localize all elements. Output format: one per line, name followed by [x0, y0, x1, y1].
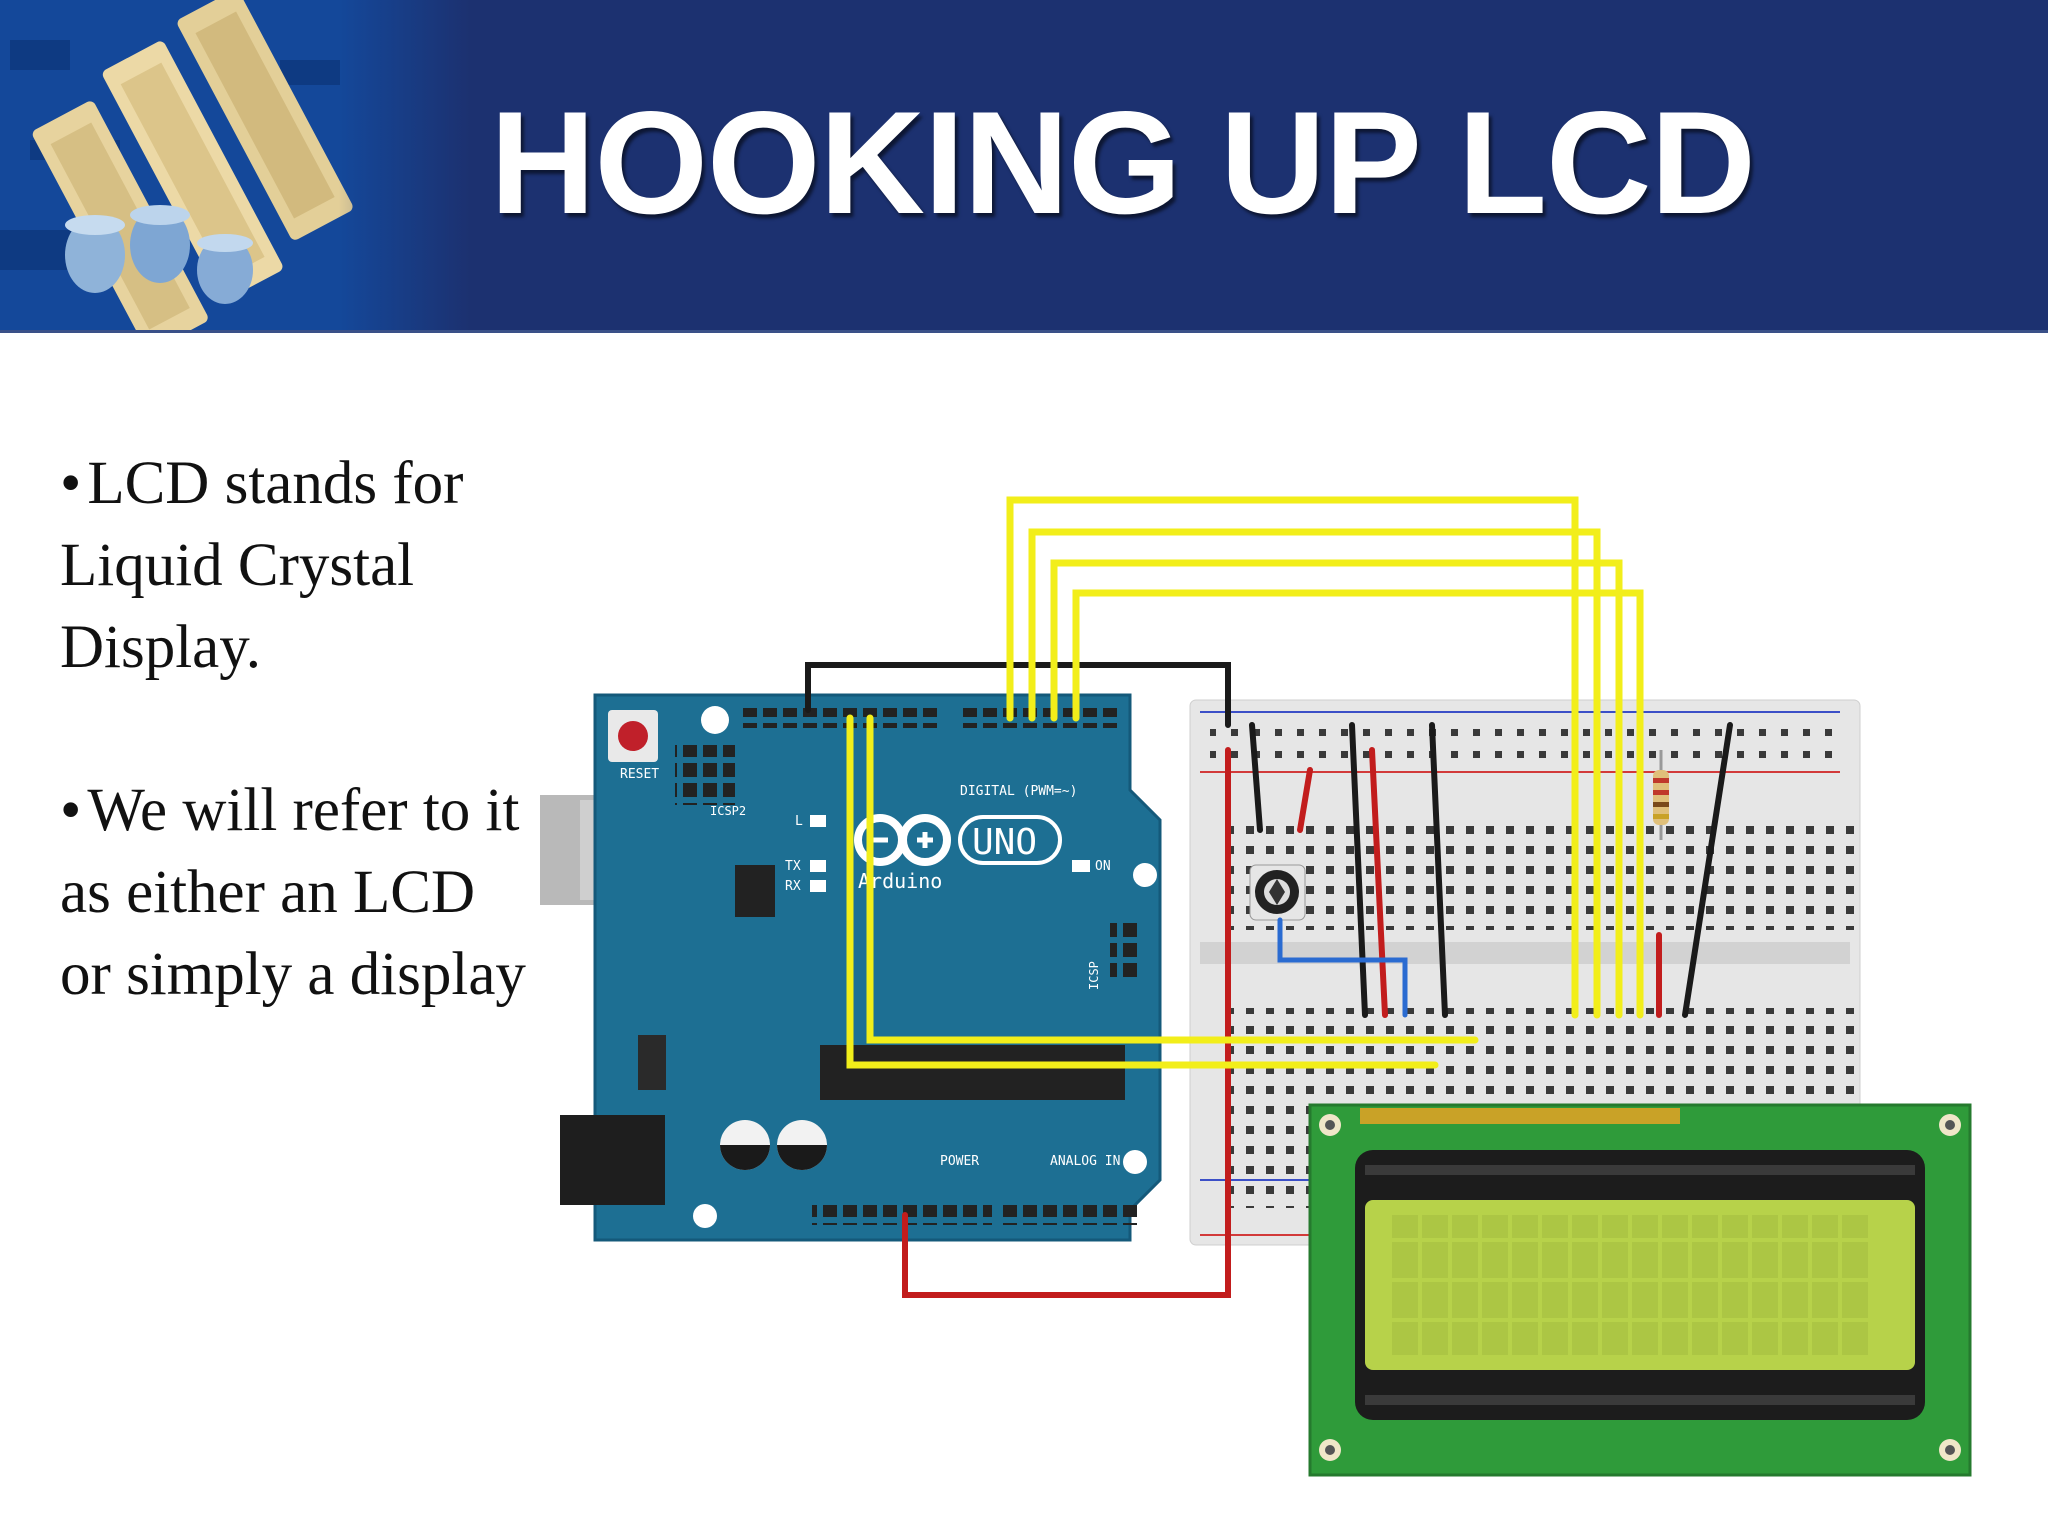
resistor	[1653, 750, 1669, 840]
analog-label: ANALOG IN	[1050, 1154, 1120, 1169]
reset-label: RESET	[620, 767, 659, 782]
icsp-label: ICSP	[1087, 961, 1101, 990]
terminal-strip-top	[1220, 820, 1860, 930]
circuit-board-photo	[0, 0, 470, 330]
power-jack	[560, 1115, 665, 1205]
svg-text:L: L	[795, 814, 803, 829]
contrast-wire	[1277, 917, 1408, 1018]
bullet-marker: •	[60, 777, 82, 844]
data-wires	[846, 496, 1644, 1069]
capacitors	[720, 1120, 827, 1170]
led-rx	[810, 880, 826, 892]
svg-text:RX: RX	[785, 879, 801, 894]
voltage-regulator	[638, 1035, 666, 1090]
uno-logo-text: UNO	[972, 822, 1037, 863]
led-l	[810, 815, 826, 827]
bullet-text: We will refer to it as either an LCD or …	[60, 777, 526, 1008]
analog-header	[1000, 1205, 1140, 1225]
usb-chip	[735, 865, 775, 917]
lcd-16x2-module	[1308, 1103, 1972, 1477]
lcd-wiring-diagram: RESET ICSP2 DIGITAL (PWM=~) UNO Arduino …	[540, 496, 1972, 1477]
slide-header: HOOKING UP LCD	[0, 0, 2048, 333]
led-on	[1072, 860, 1090, 872]
digital-label: DIGITAL (PWM=~)	[960, 784, 1077, 799]
potentiometer	[1249, 864, 1306, 921]
power-rail-top	[1210, 720, 1840, 766]
icsp-header	[1110, 920, 1140, 980]
power-label: POWER	[940, 1154, 979, 1169]
digital-header-1	[740, 708, 940, 728]
lcd-header-pins	[1360, 1108, 1680, 1124]
slide-title: HOOKING UP LCD	[490, 81, 1756, 244]
icsp2-header	[675, 745, 735, 805]
icsp2-label: ICSP2	[710, 804, 746, 818]
svg-text:ON: ON	[1095, 859, 1111, 874]
bullet-item: •LCD stands for Liquid Crystal Display.	[60, 443, 530, 689]
ground-wires	[805, 662, 1733, 1018]
bullet-marker: •	[60, 450, 82, 517]
power-wires	[902, 747, 1662, 1298]
led-tx	[810, 860, 826, 872]
svg-text:TX: TX	[785, 859, 801, 874]
digital-header-2	[960, 708, 1120, 728]
bullet-text: LCD stands for Liquid Crystal Display.	[60, 450, 464, 681]
atmega-chip	[820, 1045, 1125, 1100]
bullet-item: •We will refer to it as either an LCD or…	[60, 770, 530, 1016]
arduino-uno-board: RESET ICSP2 DIGITAL (PWM=~) UNO Arduino …	[540, 693, 1162, 1242]
